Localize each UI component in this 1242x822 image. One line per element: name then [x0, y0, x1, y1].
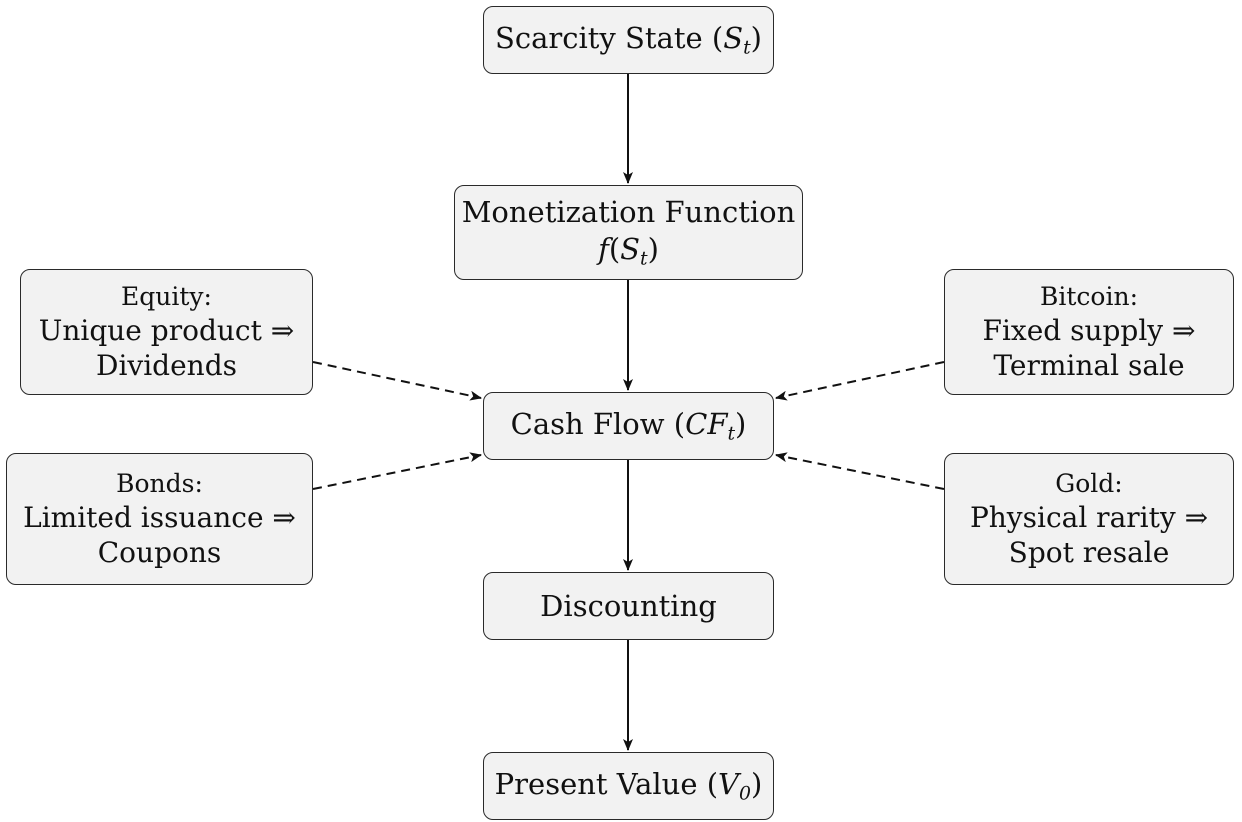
- monetization-close-paren: ): [647, 231, 659, 266]
- dashed-arrow-bitcoin-to-cashflow: [775, 361, 945, 401]
- present-value-label: Present Value (V0): [495, 766, 763, 806]
- gold-category: Gold:: [1055, 468, 1123, 498]
- monetization-subscript: t: [640, 248, 648, 270]
- equity-category: Equity:: [121, 281, 212, 311]
- scarcity-text: Scarcity State (: [495, 20, 724, 55]
- monetization-formula: f(St): [598, 231, 659, 271]
- dashed-arrow-equity-to-cashflow: [312, 361, 482, 401]
- monetization-fn: f: [598, 231, 609, 266]
- bitcoin-driver: Fixed supply: [982, 314, 1164, 348]
- cashflow-subscript: t: [727, 423, 736, 445]
- bonds-driver: Limited issuance: [23, 501, 264, 535]
- bitcoin-driver-line: Fixed supply ⇒: [983, 313, 1196, 348]
- bonds-driver-line: Limited issuance ⇒: [23, 500, 296, 535]
- equity-driver: Unique product: [38, 314, 262, 348]
- implies-arrow-icon: ⇒: [1172, 314, 1196, 348]
- cash-flow-label: Cash Flow (CFt): [511, 406, 747, 446]
- bonds-outcome: Coupons: [97, 536, 222, 570]
- scarcity-close-paren: ): [750, 20, 762, 55]
- equity-driver-line: Unique product ⇒: [39, 313, 294, 348]
- monetization-title: Monetization Function: [461, 195, 796, 230]
- equity-example-node: Equity: Unique product ⇒ Dividends: [20, 269, 313, 395]
- implies-arrow-icon: ⇒: [270, 314, 295, 348]
- monetization-variable: S: [620, 231, 641, 266]
- present-value-node: Present Value (V0): [483, 752, 774, 820]
- cashflow-variable: CF: [685, 406, 728, 441]
- gold-driver: Physical rarity: [969, 501, 1176, 535]
- pv-subscript: 0: [738, 783, 751, 805]
- equity-outcome: Dividends: [96, 349, 237, 383]
- cash-flow-node: Cash Flow (CFt): [483, 392, 774, 460]
- monetization-open-paren: (: [608, 231, 621, 266]
- discounting-node: Discounting: [483, 572, 774, 640]
- pv-text: Present Value (: [494, 766, 719, 801]
- gold-example-node: Gold: Physical rarity ⇒ Spot resale: [944, 453, 1234, 585]
- dashed-arrow-bonds-to-cashflow: [312, 452, 482, 490]
- implies-arrow-icon: ⇒: [1184, 501, 1209, 535]
- gold-outcome: Spot resale: [1008, 536, 1170, 570]
- scarcity-state-label: Scarcity State (St): [495, 20, 762, 60]
- discounting-label: Discounting: [540, 588, 717, 623]
- implies-arrow-icon: ⇒: [272, 501, 296, 535]
- cashflow-close-paren: ): [735, 406, 747, 441]
- gold-driver-line: Physical rarity ⇒: [970, 500, 1208, 535]
- scarcity-variable: S: [723, 20, 744, 55]
- scarcity-subscript: t: [743, 37, 751, 59]
- bonds-example-node: Bonds: Limited issuance ⇒ Coupons: [6, 453, 313, 585]
- scarcity-state-node: Scarcity State (St): [483, 6, 774, 74]
- bitcoin-outcome: Terminal sale: [993, 349, 1185, 383]
- pv-variable: V: [718, 766, 739, 801]
- bitcoin-example-node: Bitcoin: Fixed supply ⇒ Terminal sale: [944, 269, 1234, 395]
- dashed-arrow-gold-to-cashflow: [775, 452, 945, 490]
- monetization-function-node: Monetization Function f(St): [454, 185, 803, 280]
- bonds-category: Bonds:: [116, 468, 203, 498]
- pv-close-paren: ): [750, 766, 763, 801]
- bitcoin-category: Bitcoin:: [1040, 281, 1138, 311]
- cashflow-text: Cash Flow (: [510, 406, 686, 441]
